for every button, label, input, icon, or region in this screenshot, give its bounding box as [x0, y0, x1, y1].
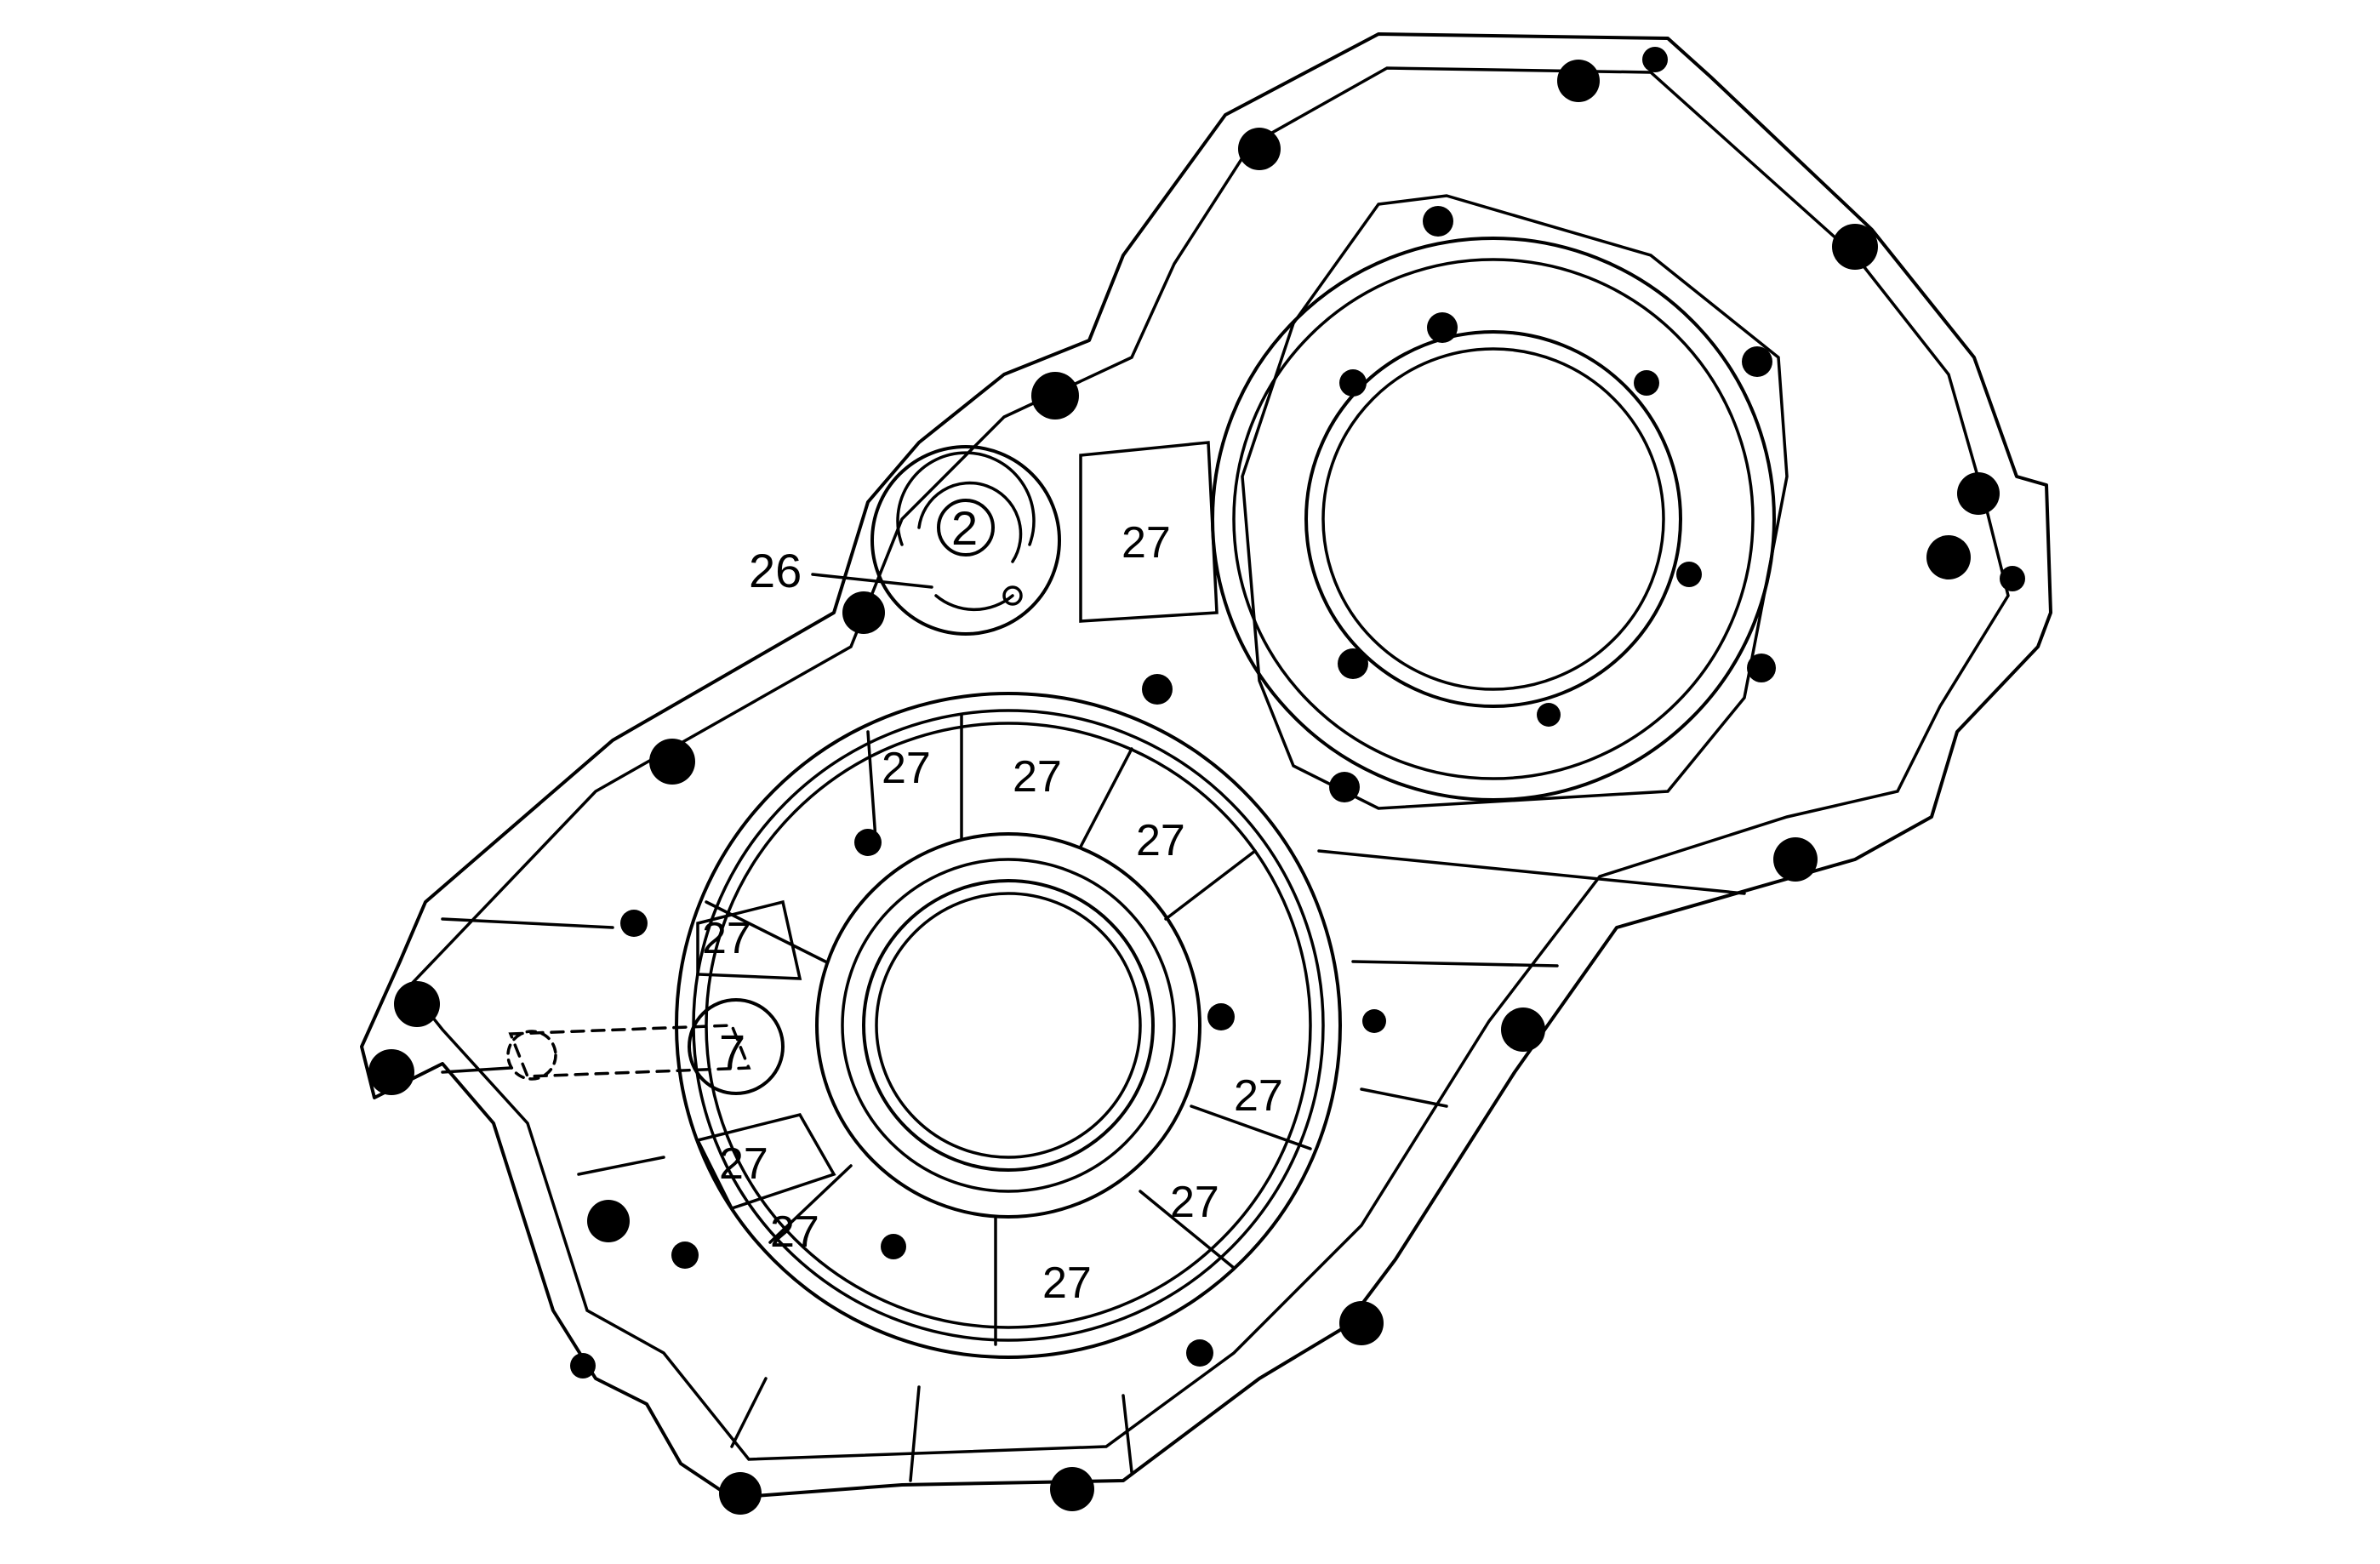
rib-5	[909, 1385, 921, 1482]
upper-bore-ring-3	[1304, 330, 1682, 708]
rib-3	[1360, 1087, 1448, 1108]
lower-web-7	[768, 1164, 853, 1244]
plug-spiral-3	[934, 594, 1014, 612]
bolt-hole	[1747, 654, 1776, 682]
lower-bore-ring-5	[841, 858, 1176, 1193]
passage-boss	[688, 998, 785, 1095]
bolt-hole	[854, 829, 882, 856]
bolt-hole	[1557, 60, 1600, 102]
pocket-upper	[1079, 441, 1219, 623]
callout-27-upper: 27	[1122, 518, 1171, 568]
rib-1	[1317, 849, 1746, 895]
callout-27-ring-8: 27	[770, 1207, 819, 1257]
bolt-hole	[620, 910, 648, 937]
bolt-hole	[719, 1472, 762, 1515]
bolt-holes	[368, 47, 2025, 1515]
upper-bore-mount-plate	[1241, 194, 1789, 810]
passage-slot-line	[441, 1066, 512, 1074]
lower-web-5	[1139, 1190, 1236, 1270]
upper-bore-group	[1211, 194, 1789, 810]
bolt-hole	[1427, 312, 1458, 343]
bolt-hole	[1329, 772, 1360, 802]
rib-8	[577, 1156, 665, 1176]
callout-27-ring-4: 27	[702, 914, 751, 963]
passage-item-7: 7	[441, 998, 785, 1095]
callout-7: 7	[719, 1025, 745, 1078]
callout-27-ring-2: 27	[1013, 752, 1062, 802]
housing-outer-outline	[360, 32, 2052, 1499]
lower-web-3	[1164, 849, 1257, 921]
lower-bore-ring-7	[875, 892, 1142, 1159]
callout-27-ring-1: 27	[882, 744, 931, 793]
plug-center	[937, 499, 995, 557]
lower-web-2	[1079, 747, 1133, 848]
callout-27-ring-5: 27	[1234, 1071, 1283, 1121]
upper-bore-ring-2	[1232, 258, 1755, 780]
upper-bore-ring-4	[1321, 347, 1665, 691]
callout-26-leader	[811, 573, 933, 589]
plug-spiral-2	[896, 451, 1036, 546]
callout-26: 26	[749, 544, 802, 597]
bolt-hole	[570, 1353, 596, 1378]
bolt-hole	[1142, 674, 1173, 705]
bolt-hole	[1537, 703, 1561, 727]
rib-7	[441, 917, 614, 929]
bolt-hole	[1031, 372, 1079, 420]
bolt-hole	[1501, 1007, 1545, 1052]
bolt-hole	[394, 981, 440, 1027]
lower-web-4	[1190, 1105, 1312, 1150]
bolt-hole	[1362, 1009, 1386, 1033]
pocket-left-lower	[695, 1112, 836, 1211]
rib-6	[1122, 1394, 1133, 1474]
plug-small-hole	[1002, 585, 1023, 606]
lower-bore-hub-ring	[815, 832, 1201, 1219]
bolt-hole	[1339, 369, 1367, 397]
bolt-hole	[1634, 370, 1659, 396]
bolt-hole	[1423, 206, 1453, 237]
callout-27-ring-9: 27	[1042, 1259, 1092, 1308]
bolt-hole	[881, 1234, 906, 1259]
callout-27-ring-3: 27	[1136, 816, 1185, 865]
pocket-left-upper	[696, 899, 802, 980]
rib-4	[730, 1377, 768, 1448]
bolt-hole	[587, 1200, 630, 1242]
bolt-hole	[1186, 1339, 1213, 1367]
bolt-hole	[368, 1049, 414, 1095]
bolt-hole	[1832, 224, 1878, 270]
callout-2: 2	[951, 501, 978, 555]
bolt-hole	[1338, 648, 1368, 679]
bolt-hole	[2000, 566, 2025, 591]
lower-web-8	[705, 900, 827, 963]
bolt-hole	[649, 739, 695, 785]
bolt-hole	[842, 591, 885, 634]
bolt-hole	[1742, 346, 1772, 377]
bolt-hole	[1676, 562, 1702, 587]
callout-27-ring-7: 27	[1170, 1178, 1219, 1227]
lower-bore-ring-6	[862, 879, 1155, 1172]
passage-channel	[508, 1024, 751, 1078]
passage-end	[506, 1030, 557, 1081]
callout-26-group: 26	[749, 544, 933, 597]
bolt-hole	[1957, 472, 2000, 515]
callout-27-ring-6: 27	[719, 1139, 768, 1189]
lower-bore-group	[441, 692, 1746, 1482]
bolt-hole	[1773, 837, 1818, 882]
plug-spiral-1	[917, 481, 1023, 563]
plug-item-2: 2	[870, 445, 1061, 636]
plug-outer-boss	[870, 445, 1061, 636]
housing-inner-flange	[406, 66, 2010, 1461]
rib-2	[1351, 960, 1559, 968]
bolt-hole	[1238, 128, 1281, 170]
bolt-hole	[671, 1241, 699, 1269]
bolt-hole	[1339, 1301, 1384, 1345]
bolt-hole	[1642, 47, 1668, 72]
bolt-hole	[1926, 535, 1971, 579]
upper-bore-outer-ring	[1211, 237, 1776, 802]
lower-bore-outer-ring	[675, 692, 1342, 1359]
bolt-hole	[1207, 1003, 1235, 1030]
bolt-hole	[1050, 1467, 1094, 1511]
